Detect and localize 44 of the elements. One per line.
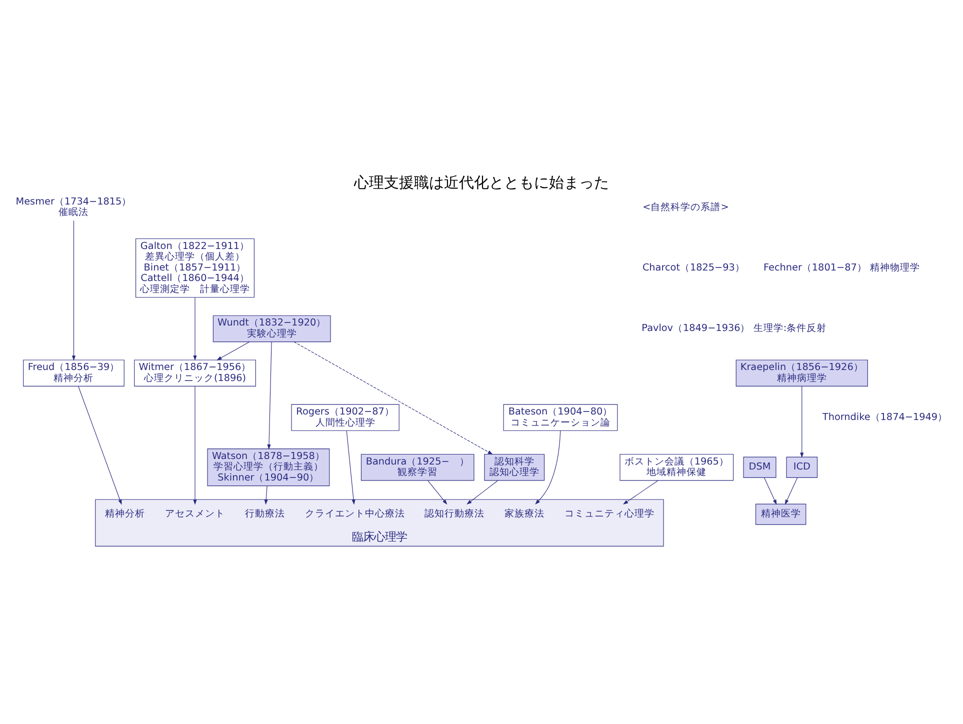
node-box: Kraepelin（1856−1926） 精神病理学 xyxy=(736,360,868,386)
node-box: Witmer（1867−1956） 心理クリニック(1896) xyxy=(134,360,256,386)
arrow xyxy=(346,430,356,505)
arrow xyxy=(466,480,498,505)
label: Charcot（1825−93） xyxy=(642,262,745,274)
arrow xyxy=(267,342,272,450)
arrow xyxy=(193,297,197,361)
node-text: 家族療法 xyxy=(504,508,545,520)
arrow xyxy=(294,342,493,455)
arrow xyxy=(535,430,561,504)
node-text: 行動療法 xyxy=(245,508,286,520)
node-box: Watson（1878−1958） 学習心理学（行動主義） Skinner（1904−90） xyxy=(207,448,330,486)
node-box: ICD xyxy=(786,456,818,478)
arrow xyxy=(193,386,197,505)
node-text: コミュニティ心理学 xyxy=(564,508,654,520)
arrow xyxy=(264,486,268,505)
node-box: Freud（1856−39） 精神分析 xyxy=(23,360,124,386)
node-box: Wundt（1832−1920） 実験心理学 xyxy=(212,315,331,342)
node-box: Bateson（1904−80） コミュニケーション論 xyxy=(503,404,618,431)
arrow xyxy=(428,480,448,505)
node-text: Mesmer（1734−1815） 催眠法 xyxy=(16,196,132,218)
node-box: ボストン会議（1965） 地域精神保健 xyxy=(620,454,734,481)
arrow xyxy=(764,477,777,505)
node-text: クライエント中心療法 xyxy=(304,508,405,520)
node-box: Galton（1822−1911） 差異心理学（個人差） Binet（1857−1911） Cattell（1860−1944） 心理測定学 計量心理学 xyxy=(136,238,254,298)
node-text: 認知行動療法 xyxy=(424,508,485,520)
arrow xyxy=(78,386,122,505)
arrow xyxy=(784,477,798,505)
arrow xyxy=(800,386,804,458)
label: Pavlov（1849−1936） 生理学:条件反射 xyxy=(642,323,827,334)
arrow xyxy=(216,342,250,360)
node-box: Rogers（1902−87） 人間性心理学 xyxy=(291,404,400,431)
node-box: 認知科学 認知心理学 xyxy=(484,454,545,481)
label: Thorndike（1874−1949） xyxy=(822,412,948,423)
node-text: アセスメント xyxy=(165,508,225,520)
node-box: Bandura（1925− ） 観察学習 xyxy=(360,454,474,481)
node-box: DSM xyxy=(743,456,776,478)
arrow xyxy=(72,220,76,361)
arrow xyxy=(622,480,658,505)
node-box: 精神医学 xyxy=(755,504,806,525)
node-text: 精神分析 xyxy=(104,508,145,520)
label: <自然科学の系譜> xyxy=(642,202,729,213)
diagram-title: 心理支援職は近代化とともに始まった xyxy=(354,174,609,192)
label: Fechner（1801−87） 精神物理学 xyxy=(764,262,920,274)
